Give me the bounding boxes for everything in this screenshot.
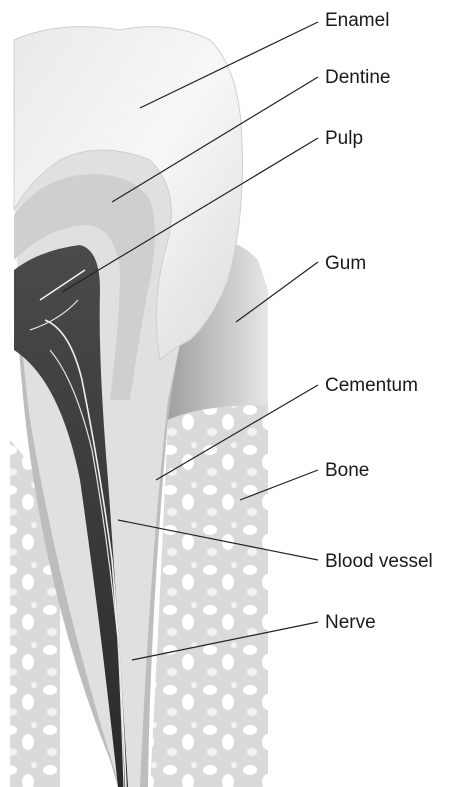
label-nerve: Nerve <box>325 613 376 632</box>
label-bone: Bone <box>325 461 369 480</box>
bone-region-right <box>150 405 268 787</box>
label-gum: Gum <box>325 254 366 273</box>
label-pulp: Pulp <box>325 129 363 148</box>
label-enamel: Enamel <box>325 11 389 30</box>
label-cementum: Cementum <box>325 376 418 395</box>
label-blood-vessel: Blood vessel <box>325 552 433 571</box>
label-dentine: Dentine <box>325 68 391 87</box>
